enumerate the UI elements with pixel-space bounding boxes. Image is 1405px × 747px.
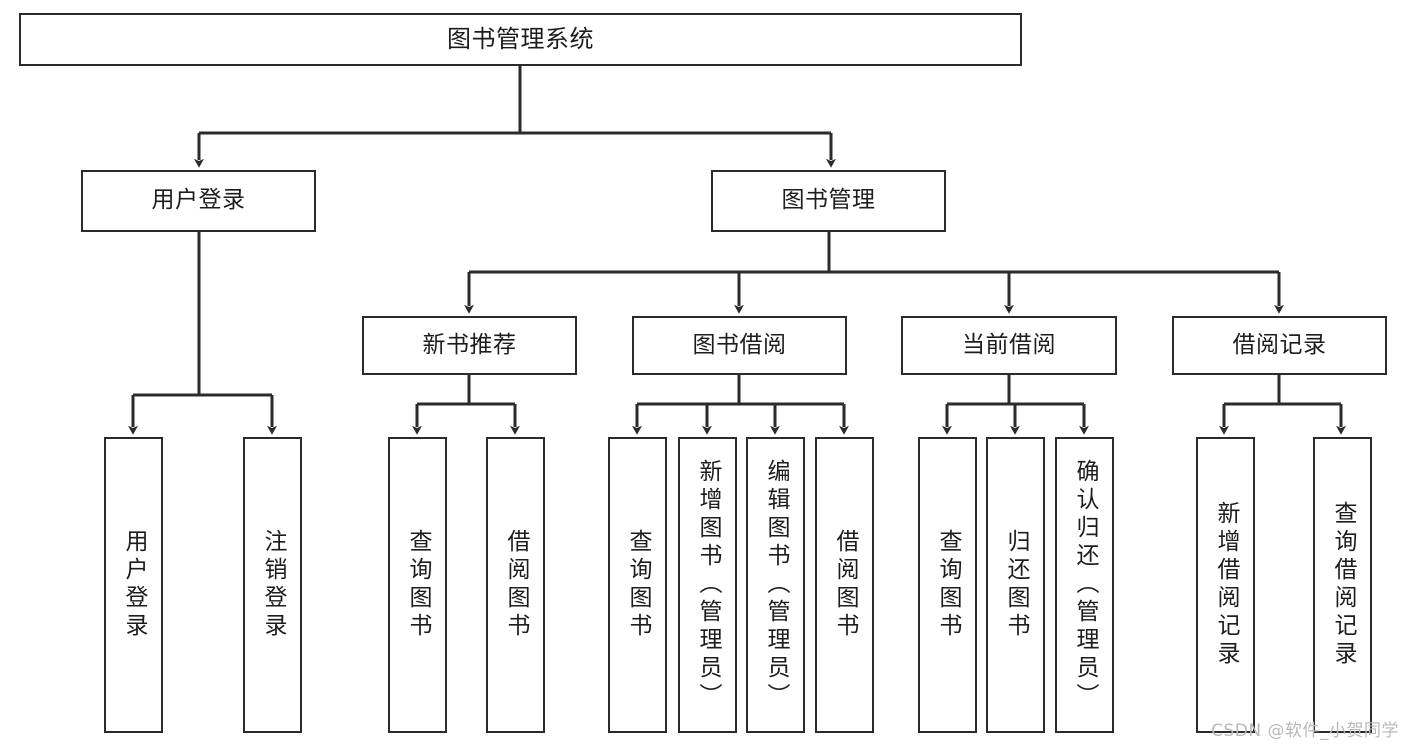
node-label: 借阅记录 — [1232, 331, 1327, 358]
node-leaf-query-book-2[interactable]: 查询图书 — [608, 437, 667, 733]
node-label: 确认归还（管理员） — [1072, 459, 1098, 711]
node-leaf-logout-login[interactable]: 注销登录 — [243, 437, 302, 733]
node-label: 图书管理系统 — [447, 25, 594, 54]
node-leaf-user-login[interactable]: 用户登录 — [104, 437, 163, 733]
node-label: 新书推荐 — [422, 331, 517, 358]
node-leaf-add-book[interactable]: 新增图书（管理员） — [678, 437, 737, 733]
node-leaf-borrow-book-2[interactable]: 借阅图书 — [815, 437, 874, 733]
node-leaf-query-book-1[interactable]: 查询图书 — [388, 437, 447, 733]
node-leaf-query-book-3[interactable]: 查询图书 — [918, 437, 977, 733]
node-leaf-add-record[interactable]: 新增借阅记录 — [1196, 437, 1255, 733]
csdn-watermark: CSDN @软件_小贺同学 — [1211, 721, 1399, 741]
node-label: 借阅图书 — [503, 529, 529, 641]
node-label: 图书借阅 — [692, 331, 787, 358]
node-label: 新增借阅记录 — [1213, 501, 1239, 669]
node-label: 新增图书（管理员） — [695, 459, 721, 711]
node-borrow-record[interactable]: 借阅记录 — [1172, 316, 1387, 375]
node-book-manage[interactable]: 图书管理 — [711, 170, 946, 232]
node-label: 查询图书 — [935, 529, 961, 641]
node-leaf-confirm-return[interactable]: 确认归还（管理员） — [1055, 437, 1114, 733]
node-label: 用户登录 — [121, 529, 147, 641]
node-label: 查询借阅记录 — [1330, 501, 1356, 669]
node-label: 当前借阅 — [962, 331, 1056, 358]
node-label: 查询图书 — [625, 529, 651, 641]
node-current-borrow[interactable]: 当前借阅 — [901, 316, 1117, 375]
node-book-borrow[interactable]: 图书借阅 — [632, 316, 847, 375]
node-label: 注销登录 — [260, 529, 286, 641]
node-leaf-borrow-book-1[interactable]: 借阅图书 — [486, 437, 545, 733]
node-leaf-edit-book[interactable]: 编辑图书（管理员） — [746, 437, 805, 733]
node-label: 归还图书 — [1003, 529, 1029, 641]
node-label: 用户登录 — [151, 187, 246, 214]
node-label: 查询图书 — [405, 529, 431, 641]
node-label: 借阅图书 — [832, 529, 858, 641]
node-label: 编辑图书（管理员） — [763, 459, 789, 711]
node-leaf-query-record[interactable]: 查询借阅记录 — [1313, 437, 1372, 733]
node-new-book-recommend[interactable]: 新书推荐 — [362, 316, 577, 375]
node-label: 图书管理 — [781, 187, 876, 214]
node-root-system[interactable]: 图书管理系统 — [19, 13, 1022, 66]
node-user-login[interactable]: 用户登录 — [81, 170, 316, 232]
node-leaf-return-book[interactable]: 归还图书 — [986, 437, 1045, 733]
